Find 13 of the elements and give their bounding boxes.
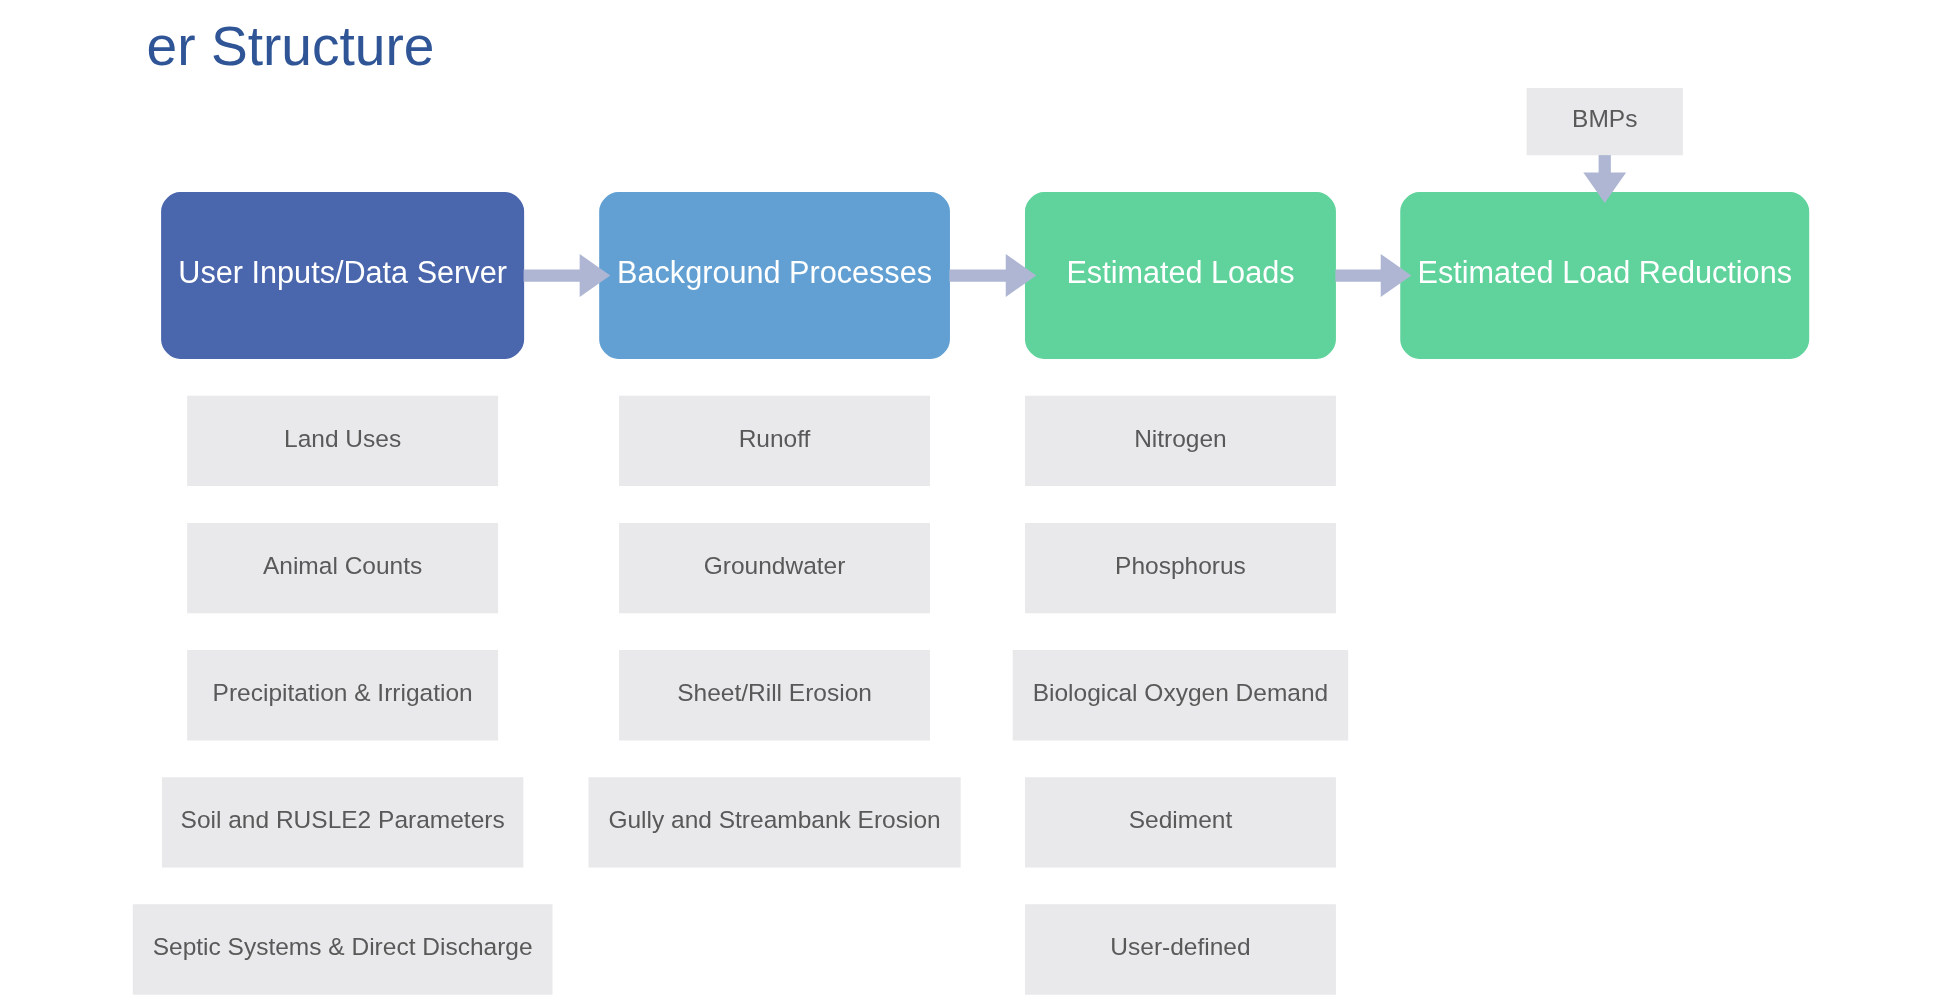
node-box: User Inputs/Data Server: [160, 191, 524, 359]
node-box: BMPs: [1526, 87, 1683, 155]
node-box: Nitrogen: [1024, 395, 1336, 486]
arrow: [1334, 253, 1411, 297]
node-box: Estimated Loads: [1024, 191, 1336, 359]
diagram-title: er Structure: [146, 14, 435, 77]
arrow: [948, 253, 1036, 297]
node-box: Soil and RUSLE2 Parameters: [161, 776, 523, 867]
node-box: Phosphorus: [1024, 522, 1336, 613]
arrow: [523, 253, 610, 297]
node-box: Background Processes: [598, 191, 950, 359]
node-box: Estimated Load Reductions: [1399, 191, 1809, 359]
arrow: [1582, 154, 1626, 203]
